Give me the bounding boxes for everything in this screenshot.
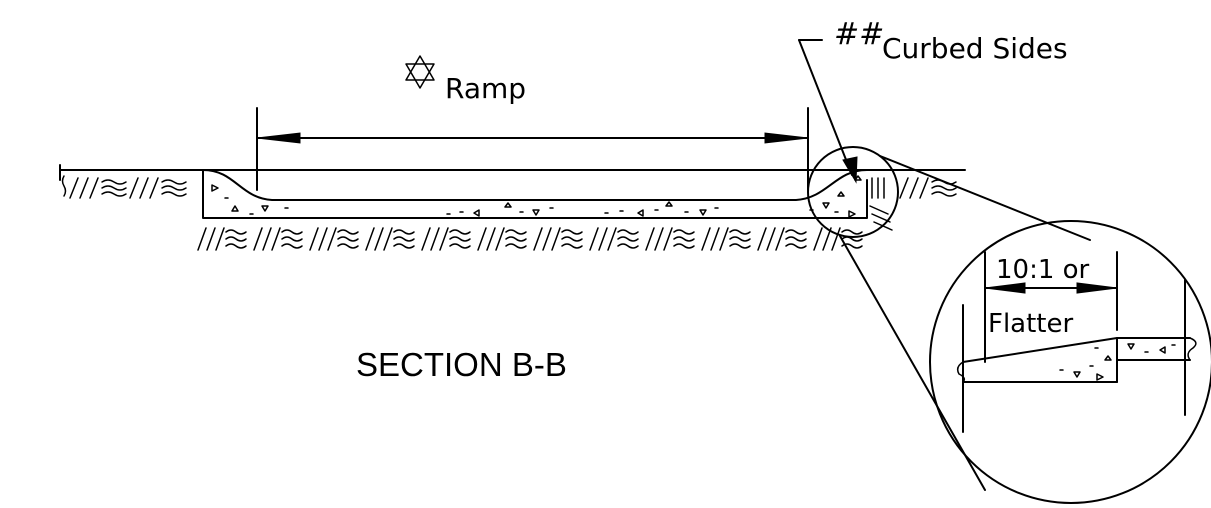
- earth-hatch-below: [197, 227, 863, 251]
- slab-ramp-surface: [202, 169, 868, 201]
- earth-hatch-below-pattern: [197, 227, 863, 251]
- detail-source-circle: [807, 146, 899, 238]
- ramp-dimension: [256, 107, 809, 191]
- earth-hatch-surface-right: [869, 177, 957, 231]
- ground-surface: [59, 164, 966, 181]
- curbed-sides-marker: ##: [834, 17, 884, 52]
- curbed-sides-label: Curbed Sides: [882, 32, 1068, 65]
- concrete-aggregate-hatch: [211, 175, 862, 218]
- ramp-arrow-right: [764, 132, 809, 144]
- star-of-david-icon: [405, 55, 435, 89]
- detail-arrow-right: [1076, 282, 1118, 294]
- detail-slope-label-line2: Flatter: [988, 309, 1073, 339]
- detail-aggregate-hatch: [1059, 343, 1176, 381]
- detail-slope-label-line1: 10:1 or: [996, 255, 1090, 285]
- slab-outline-bottom: [202, 169, 868, 219]
- earth-hatch-surface-left: [61, 175, 187, 199]
- ramp-label: Ramp: [445, 72, 526, 105]
- callout-leader-line: [798, 39, 853, 176]
- detail-arrow-left: [984, 282, 1026, 294]
- detail-ramp-slope-line: [962, 337, 1118, 383]
- detail-callout: [807, 146, 1211, 504]
- detail-tangent-line-top: [879, 155, 1091, 241]
- section-title: SECTION B-B: [356, 346, 567, 383]
- detail-tangent-line-bottom: [839, 235, 986, 491]
- detail-break-symbol-left: [956, 361, 966, 383]
- detail-slope-dimension: [984, 251, 1118, 363]
- detail-enlarged-circle: [929, 220, 1211, 504]
- detail-slab-section: [956, 279, 1197, 433]
- detail-break-symbol-right: [1187, 337, 1197, 361]
- ramp-arrow-left: [256, 132, 301, 144]
- ramp-slab: [202, 169, 868, 219]
